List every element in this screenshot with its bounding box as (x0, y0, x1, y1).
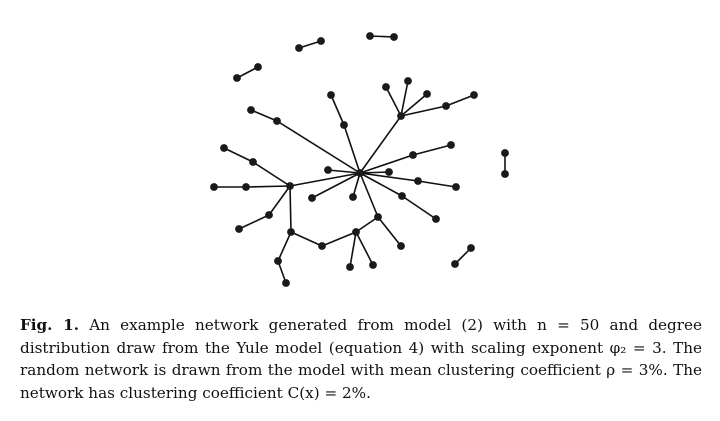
network-node (397, 242, 405, 250)
network-node (501, 149, 509, 157)
network-node (352, 228, 360, 236)
network-node (317, 37, 325, 45)
caption-label: Fig. 1. (20, 316, 79, 334)
network-edge (352, 172, 361, 198)
network-edge (359, 171, 390, 174)
network-edge (417, 180, 457, 188)
network-node (308, 194, 316, 202)
network-node (447, 141, 455, 149)
network-node (346, 263, 354, 271)
network-node (404, 77, 412, 85)
network-edge (412, 144, 452, 156)
caption-text: An example network generated from model … (20, 316, 702, 402)
network-node (470, 91, 478, 99)
network-node (356, 169, 364, 177)
network-node (274, 257, 282, 265)
network-edge (252, 161, 291, 187)
network-nodes (210, 32, 509, 287)
network-node (318, 242, 326, 250)
network-edge (359, 172, 379, 218)
network-edge (343, 124, 361, 174)
network-node (374, 213, 382, 221)
network-edge (238, 214, 270, 230)
network-node (327, 91, 335, 99)
network-node (452, 183, 460, 191)
network-edge (377, 216, 402, 247)
network-node (442, 102, 450, 110)
network-edge (245, 185, 291, 188)
network-edge (290, 231, 323, 247)
network-edge (359, 172, 419, 182)
network-edge (359, 154, 414, 174)
network-node (366, 32, 374, 40)
network-edge (321, 231, 357, 247)
network-edge (268, 185, 291, 216)
network-node (247, 106, 255, 114)
network-edge (250, 109, 278, 122)
network-edge (401, 195, 437, 220)
network-node (398, 192, 406, 200)
network-edge (289, 172, 361, 187)
network-edge (445, 94, 475, 107)
network-edge (289, 185, 292, 233)
network-node (254, 63, 262, 71)
network-node (324, 166, 332, 174)
network-node (385, 168, 393, 176)
network-node (382, 83, 390, 91)
network-edge (349, 231, 357, 268)
network-node (242, 183, 250, 191)
network-edge (311, 172, 361, 199)
network-node (210, 183, 218, 191)
network-edge (400, 93, 428, 117)
network-node (467, 244, 475, 252)
network-edge (327, 169, 361, 174)
network-node (414, 177, 422, 185)
network-node (249, 158, 257, 166)
network-node (340, 121, 348, 129)
network-edge (385, 86, 402, 117)
network-edge (236, 66, 259, 79)
network-node (220, 144, 228, 152)
network-edge (355, 231, 374, 266)
figure-caption: Fig. 1. An example network generated fro… (20, 314, 702, 404)
network-node (235, 225, 243, 233)
network-node (369, 261, 377, 269)
network-node (265, 211, 273, 219)
network-node (397, 112, 405, 120)
network-node (423, 90, 431, 98)
network-edges (214, 35, 506, 284)
network-node (349, 193, 357, 201)
network-node (432, 215, 440, 223)
network-figure (210, 32, 509, 287)
network-edge (369, 35, 395, 38)
network-edge (355, 216, 379, 233)
network-edge (276, 120, 361, 174)
network-node (451, 260, 459, 268)
network-edge (359, 172, 403, 197)
network-node (295, 44, 303, 52)
network-node (287, 228, 295, 236)
network-edge (400, 105, 447, 117)
network-node (409, 151, 417, 159)
network-node (233, 74, 241, 82)
network-node (282, 279, 290, 287)
network-node (286, 182, 294, 190)
network-node (273, 117, 281, 125)
network-node (501, 170, 509, 178)
network-edge (277, 260, 287, 284)
network-edge (277, 231, 292, 262)
network-edge (400, 80, 409, 117)
network-edge (359, 115, 402, 174)
network-edge (223, 147, 254, 163)
network-node (390, 33, 398, 41)
network-edge (330, 94, 345, 126)
